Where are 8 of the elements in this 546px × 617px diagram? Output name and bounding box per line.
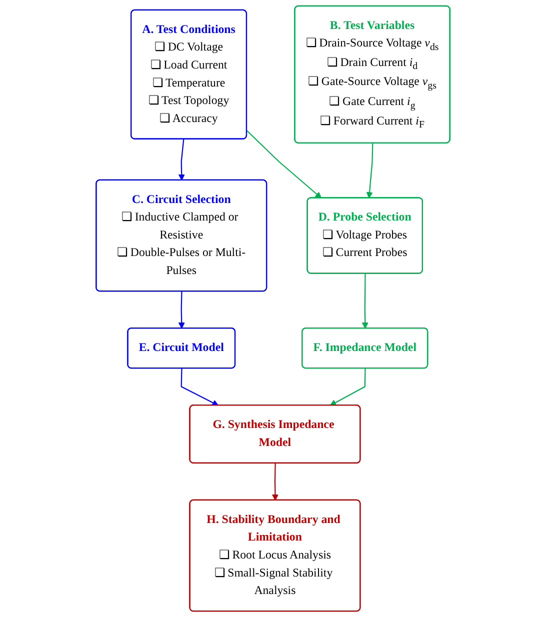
arrow [366, 143, 374, 198]
arrow [180, 368, 219, 406]
arrow [330, 368, 366, 406]
arrow [362, 274, 368, 329]
arrow [272, 463, 278, 501]
arrow [178, 291, 185, 329]
arrow [178, 139, 185, 181]
arrow [246, 130, 322, 198]
